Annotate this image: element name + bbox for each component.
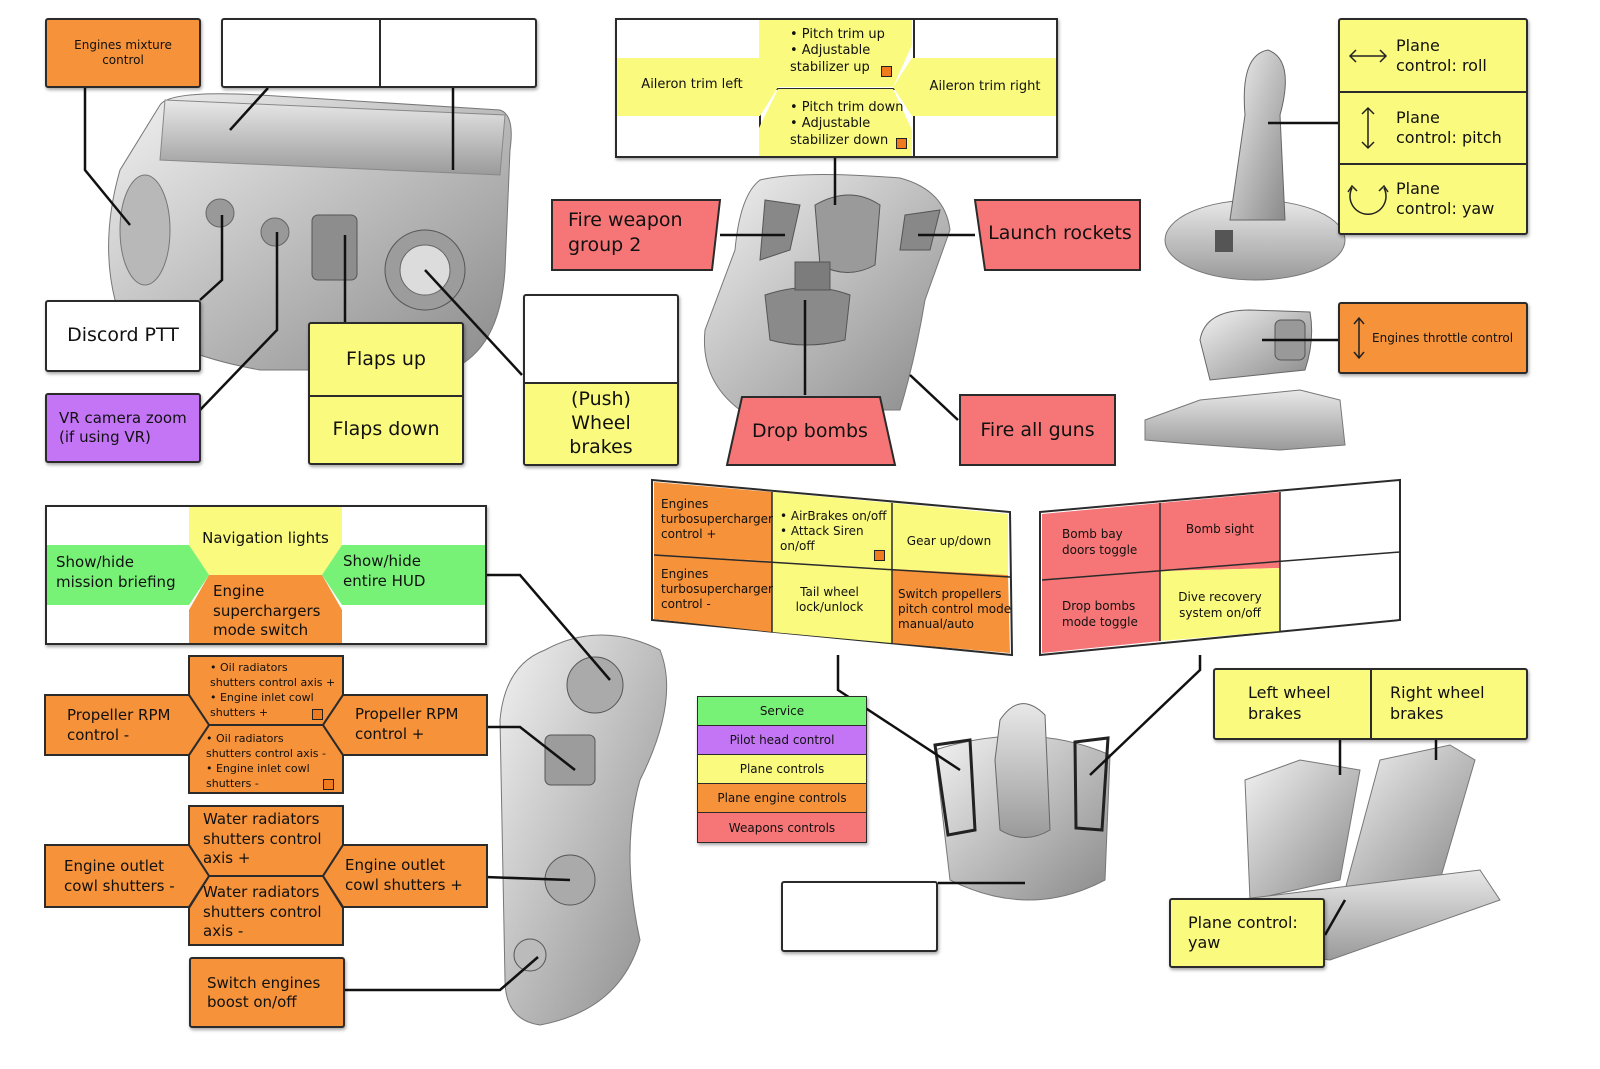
discord-ptt-label: Discord PTT (45, 300, 201, 372)
legend-plane-controls: Plane controls (697, 754, 867, 784)
horizontal-arrow-icon (1348, 48, 1388, 63)
launch-rockets-label: Launch rockets (988, 222, 1132, 244)
legend-service: Service (697, 696, 867, 726)
engines-mixture-label: Engines mixture control (45, 18, 201, 88)
wheel-brakes-pair: Left wheel brakes Right wheel brakes (1213, 668, 1528, 740)
stick-base-illustration (933, 703, 1111, 901)
pitch-trim-up-label: • Pitch trim up • Adjustable stabilizer … (790, 27, 885, 75)
unassigned-button-pair (221, 18, 537, 88)
roll-row: Plane control: roll (1340, 20, 1526, 93)
legend-pilot-head: Pilot head control (697, 725, 867, 755)
pitch-trim-down-label: • Pitch trim down • Adjustable stabilize… (790, 100, 904, 148)
legend: Service Pilot head control Plane control… (697, 696, 867, 843)
joystick-illustration (1164, 49, 1346, 281)
yaw-row: Plane control: yaw (1340, 165, 1526, 233)
fire-weapon-group-2-label: Fire weapon group 2 (568, 209, 683, 256)
legend-weapons: Weapons controls (697, 812, 867, 843)
gear-up-down-label: Gear up/down (906, 534, 992, 548)
propeller-rpm-plus-label: Propeller RPM control + (355, 705, 459, 743)
bomb-sight-label: Bomb sight (1185, 522, 1255, 536)
legend-plane-engine: Plane engine controls (697, 783, 867, 813)
right-wheel-brakes-label: Right wheel brakes (1390, 683, 1485, 723)
fire-all-guns-label: Fire all guns (980, 419, 1095, 441)
switch-engines-boost-label: Switch engines boost on/off (189, 957, 345, 1028)
wheel-brakes-label: (Push) Wheel brakes (525, 384, 677, 464)
turbosupercharger-plus-label: Engines turbosupercharger control + (661, 497, 773, 541)
drop-bombs-mode-label: Drop bombs mode toggle (1062, 599, 1138, 629)
orange-marker-icon (874, 550, 885, 561)
vertical-arrow-icon (1353, 316, 1365, 360)
show-hide-briefing-label: Show/hide mission briefing (56, 553, 176, 591)
plane-control-roll-label: Plane control: roll (1396, 35, 1487, 75)
engines-throttle-label: Engines throttle control (1372, 330, 1514, 345)
flaps-group: Flaps up Flaps down (308, 322, 464, 465)
bomb-bay-doors-label: Bomb bay doors toggle (1062, 527, 1138, 557)
oil-radiators-plus-label: • Oil radiators shutters control axis + … (210, 661, 336, 719)
vr-camera-zoom-label: VR camera zoom (if using VR) (45, 393, 201, 463)
show-hide-hud-label: Show/hide entire HUD (343, 552, 426, 590)
dive-recovery-label: Dive recovery system on/off (1178, 590, 1262, 620)
plane-control-yaw-pedals-label: Plane control: yaw (1169, 898, 1325, 968)
airbrakes-siren-label: • AirBrakes on/off • Attack Siren on/off (780, 509, 887, 553)
plane-control-pitch-label: Plane control: pitch (1396, 108, 1502, 147)
navigation-lights-label: Navigation lights (202, 529, 329, 547)
throttle-quadrant-illustration (1144, 309, 1346, 451)
flaps-up-label: Flaps up (310, 324, 462, 397)
switch-propellers-label: Switch propellers pitch control mode man… (898, 587, 1012, 631)
orange-marker-icon (896, 138, 907, 149)
tail-wheel-lock-label: Tail wheel lock/unlock (795, 585, 864, 614)
aileron-trim-right-label: Aileron trim right (929, 79, 1041, 94)
water-radiators-minus-label: Water radiators shutters control axis - (203, 883, 322, 940)
oil-radiators-minus-label: • Oil radiators shutters control axis - … (206, 732, 326, 790)
wheel-brakes-group: (Push) Wheel brakes (523, 294, 679, 466)
unassigned-base-slot (781, 881, 938, 952)
drop-bombs-label: Drop bombs (752, 420, 868, 442)
unassigned-slot (525, 296, 677, 384)
turbosupercharger-minus-label: Engines turbosupercharger control - (661, 567, 773, 611)
connector-lines (83, 87, 1438, 992)
orange-marker-icon (881, 66, 892, 77)
aileron-trim-left-label: Aileron trim left (641, 77, 743, 92)
orange-marker-icon (323, 779, 334, 790)
rotate-arrow-icon (1347, 184, 1389, 215)
joystick-axes-group: Plane control: roll Plane control: pitch… (1338, 18, 1528, 235)
pitch-row: Plane control: pitch (1340, 93, 1526, 165)
throttle-side-illustration (499, 634, 668, 1026)
propeller-rpm-minus-label: Propeller RPM control - (67, 706, 171, 744)
engines-throttle-label-box: Engines throttle control (1338, 302, 1528, 374)
divider (379, 20, 381, 86)
left-wheel-brakes-label: Left wheel brakes (1215, 670, 1372, 738)
water-radiators-plus-label: Water radiators shutters control axis + (203, 810, 322, 867)
flaps-down-label: Flaps down (332, 418, 440, 441)
engine-outlet-minus-label: Engine outlet cowl shutters - (64, 857, 175, 895)
vertical-arrow-icon (1361, 106, 1375, 150)
stick-grip-illustration (703, 173, 951, 411)
orange-marker-icon (312, 709, 323, 720)
engine-outlet-plus-label: Engine outlet cowl shutters + (345, 856, 463, 894)
superchargers-mode-label: Engine superchargers mode switch (213, 582, 321, 639)
plane-control-yaw-label: Plane control: yaw (1396, 179, 1495, 218)
